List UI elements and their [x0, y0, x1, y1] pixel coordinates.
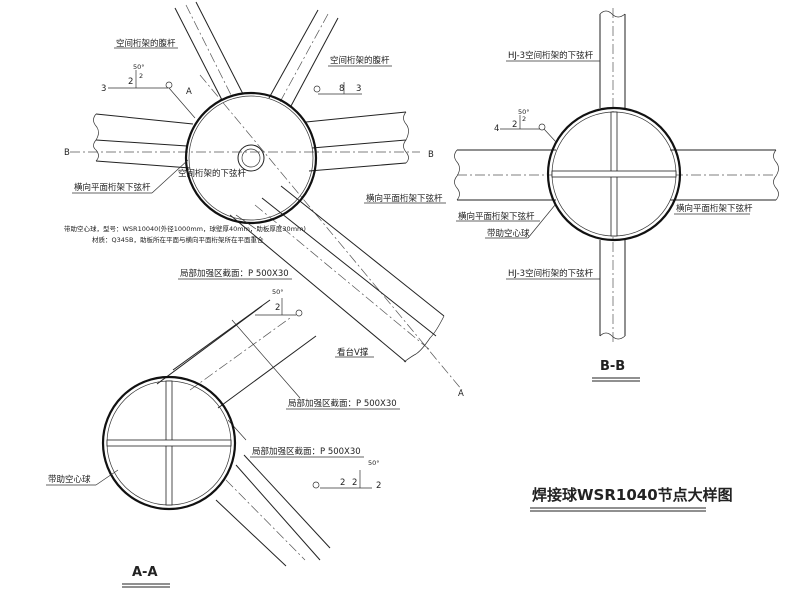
leader-line [151, 159, 189, 194]
weld-size: 2 [522, 115, 526, 123]
main-view: 空间桁架的腹杆 空间桁架的腹杆 3 2 2 50° 8 3 B B 空间桁架的下… [64, 1, 464, 399]
aa-weld-symbol: 50° 2 2 2 [312, 459, 381, 491]
section-aa-label: A-A [132, 565, 158, 580]
weld-num: 2 [376, 481, 381, 491]
bb-bottom-member-label: HJ-3空间桁架的下弦杆 [508, 268, 594, 279]
leader-line [235, 214, 257, 230]
weld-num: 2 [352, 478, 357, 488]
bb-top-member-label: HJ-3空间桁架的下弦杆 [508, 50, 594, 61]
weld-angle: 50° [518, 108, 530, 116]
section-bb-label: B-B [600, 359, 625, 374]
aa-rib-label: 带助空心球 [48, 474, 91, 485]
section-mark-a-top: A [186, 87, 192, 97]
weld-angle: 50° [272, 288, 284, 296]
left-chord [93, 113, 194, 169]
spec-note-2: 材质：Q345B，助板所在平面与横向平面桁架所在平面重合 [92, 235, 264, 244]
bb-rib-label: 带助空心球 [487, 228, 530, 239]
weld-num: 2 [512, 120, 517, 130]
bb-left-label: 横向平面桁架下弦杆 [458, 211, 535, 222]
section-mark-b-right: B [428, 150, 434, 160]
section-mark-a-bottom: A [458, 389, 464, 399]
chord-label-center: 空间桁架的下弦杆 [178, 168, 247, 179]
weld-num: 2 [340, 478, 345, 488]
aa-reinforce-bottom: 局部加强区截面：P 500X30 [252, 446, 361, 457]
weld-num: 3 [356, 84, 361, 94]
weld-num: 4 [494, 124, 499, 134]
weld-num: 8 [339, 84, 344, 94]
right-chord [305, 111, 409, 172]
weld-symbol-lower: 50° 2 [255, 288, 303, 317]
section-mark-b-left: B [64, 148, 70, 158]
web-member-label-right: 空间桁架的腹杆 [330, 55, 390, 66]
web-member-upper-right [268, 9, 339, 107]
transverse-chord-label-right: 横向平面桁架下弦杆 [366, 193, 443, 204]
transverse-chord-label-left: 横向平面桁架下弦杆 [74, 182, 151, 193]
weld-angle: 50° [368, 459, 380, 467]
aa-reinforce-top: 局部加强区截面：P 500X30 [288, 398, 397, 409]
weld-angle: 50° [133, 63, 145, 71]
reinforce-label-main: 局部加强区截面：P 500X30 [180, 268, 289, 279]
web-member-upper-left [174, 1, 244, 101]
stand-v-brace [229, 185, 445, 363]
bb-right-label: 横向平面桁架下弦杆 [676, 203, 753, 214]
weld-num: 2 [275, 303, 280, 313]
weld-num: 2 [128, 77, 133, 87]
section-bb-view: HJ-3空间桁架的下弦杆 4 2 2 50° 横向平面桁架下弦杆 横向平面桁架下… [454, 8, 779, 382]
leader-line [527, 204, 556, 239]
spec-note-1: 带助空心球，型号：WSR10040(外径1000mm，球壁厚40mm，助板厚度3… [64, 224, 306, 233]
stand-v-brace-label: 看台V撑 [337, 347, 369, 358]
leader-line [95, 469, 119, 486]
bb-weld-symbol: 4 2 2 50° [494, 108, 557, 143]
section-aa-view: 局部加强区截面：P 500X30 局部加强区截面：P 500X30 50° 2 … [46, 299, 400, 588]
weld-num: 3 [101, 84, 106, 94]
section-line-aa [199, 74, 463, 391]
weld-symbol-left: 3 2 2 50° [101, 63, 196, 119]
welded-sphere [184, 91, 318, 225]
weld-symbol-right: 8 3 [313, 82, 362, 95]
weld-size: 2 [139, 72, 143, 80]
web-member-label-left: 空间桁架的腹杆 [116, 38, 176, 49]
drawing-title: 焊接球WSR1040节点大样图 [532, 486, 733, 504]
